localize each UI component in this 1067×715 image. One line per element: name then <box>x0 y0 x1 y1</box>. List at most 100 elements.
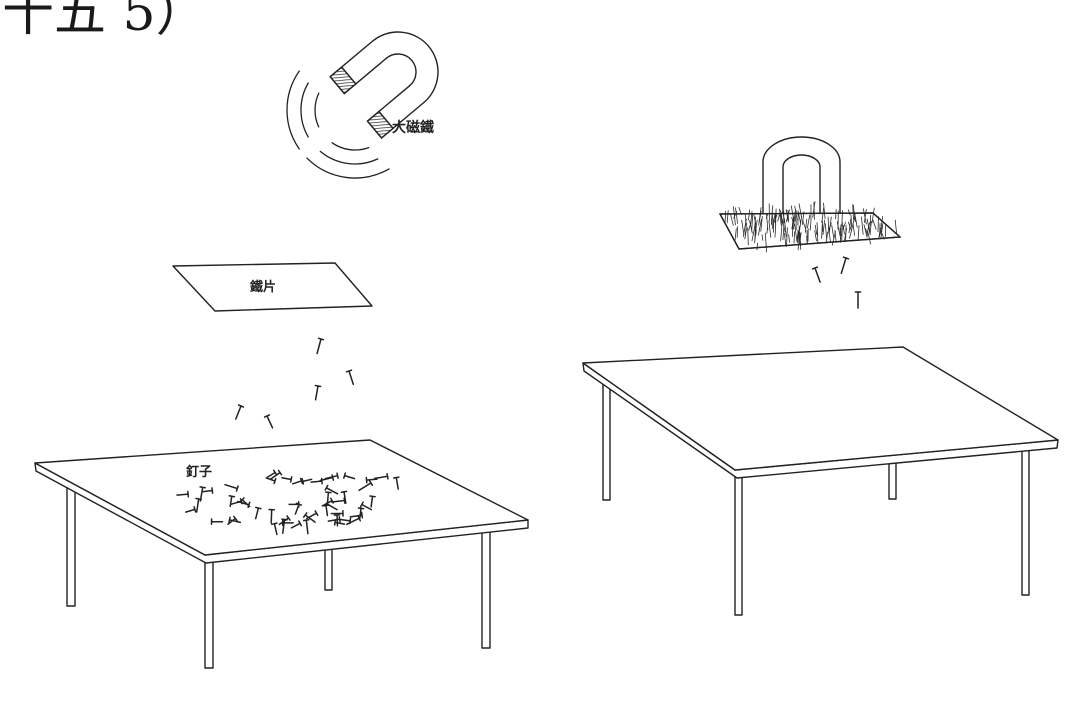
nail-on-sheet <box>726 210 729 224</box>
nail-on-table <box>302 519 310 535</box>
nail-on-table <box>185 506 197 513</box>
flying-nail <box>345 369 355 386</box>
nail-on-sheet <box>798 230 802 247</box>
nail-on-table <box>271 522 278 536</box>
nail-on-sheet <box>880 223 884 238</box>
nail-on-sheet <box>793 231 795 244</box>
table-top <box>34 439 529 556</box>
nail-on-sheet <box>877 216 879 233</box>
nail-on-sheet <box>761 234 764 241</box>
nail-on-table <box>201 487 214 494</box>
nail-on-table <box>349 511 364 519</box>
right-table <box>582 346 1059 616</box>
table-leg-front-right <box>481 523 491 649</box>
table-leg-front-left <box>734 471 743 616</box>
nail-on-table <box>265 477 277 485</box>
nail-on-table <box>281 476 293 483</box>
nail-on-table <box>228 516 242 524</box>
nail-on-sheet <box>865 228 869 237</box>
nail-on-sheet <box>734 228 737 242</box>
nail-on-table <box>358 479 374 492</box>
nail-on-table <box>324 484 339 495</box>
nail-on-table <box>176 490 190 498</box>
nail-on-table <box>278 515 291 526</box>
field-line <box>319 150 379 165</box>
nail-on-table <box>339 517 352 525</box>
nail-on-sheet <box>760 215 763 232</box>
nail-on-sheet <box>847 209 851 216</box>
nail-on-table <box>325 491 332 506</box>
nail-on-table <box>357 507 365 519</box>
field-line <box>314 92 320 128</box>
flying-nail <box>263 414 274 429</box>
nail-on-sheet <box>724 210 727 224</box>
nail-on-sheet <box>756 242 758 251</box>
nail-on-table <box>228 495 236 508</box>
nail-on-sheet <box>869 220 872 235</box>
nail-on-table <box>301 478 313 485</box>
nail-on-sheet <box>842 224 845 235</box>
nail-on-sheet <box>831 224 835 240</box>
nail-on-table <box>331 497 346 504</box>
nail-on-sheet <box>812 201 816 218</box>
nail-on-sheet <box>867 230 871 245</box>
nail-on-sheet <box>797 231 801 251</box>
nail-on-sheet <box>777 210 782 222</box>
nails-label: 釘子 <box>186 464 212 480</box>
nail-on-table <box>195 497 203 513</box>
nail-on-sheet <box>813 202 815 220</box>
flying-nail <box>316 337 325 355</box>
nail-on-table <box>392 476 400 490</box>
nail-on-sheet <box>821 207 825 223</box>
iron-sheet <box>172 262 373 312</box>
nail-on-sheet <box>765 213 769 219</box>
nail-on-table <box>270 469 283 480</box>
nail-on-table <box>266 469 278 479</box>
nail-on-table <box>333 519 346 526</box>
nail-on-table <box>268 508 276 524</box>
nail-on-table <box>345 515 362 526</box>
nail-on-table <box>369 495 376 508</box>
nail-on-table <box>290 520 303 529</box>
rising-nail <box>854 291 862 309</box>
table-leg-back-right <box>888 459 897 500</box>
nail-on-sheet <box>782 225 785 241</box>
table-leg-front-right <box>1021 443 1030 596</box>
nail-on-sheet <box>835 209 837 220</box>
table-leg-front-left <box>204 557 214 669</box>
flying-nail <box>235 404 245 420</box>
left-scene: 大磁鐵 鐵片 釘子 <box>34 31 529 669</box>
field-line <box>331 142 370 151</box>
nail-on-sheet <box>748 209 751 221</box>
nail-on-table <box>254 506 262 520</box>
nail-on-sheet <box>816 222 819 236</box>
nail-on-table <box>373 472 389 480</box>
nail-on-sheet <box>844 228 847 242</box>
magnetic-field-lines <box>286 70 390 179</box>
nail-on-sheet <box>822 219 826 235</box>
nail-on-sheet <box>823 202 826 219</box>
field-line <box>286 70 300 150</box>
nail-on-sheet <box>852 222 855 236</box>
nail-on-sheet <box>864 209 867 223</box>
nail-on-sheet <box>854 216 858 228</box>
nail-on-sheet <box>779 214 782 226</box>
nail-on-sheet <box>783 232 787 247</box>
nail-on-sheet <box>788 234 790 243</box>
nail-on-sheet <box>794 223 798 242</box>
nail-on-sheet <box>848 221 852 231</box>
field-line <box>300 82 309 138</box>
nail-on-sheet <box>849 227 853 239</box>
nail-on-sheet <box>784 218 787 237</box>
nail-on-table <box>291 477 304 485</box>
nail-on-sheet <box>786 227 788 247</box>
horseshoe-magnet-tilted <box>329 31 439 139</box>
iron-sheet-outline <box>718 212 902 250</box>
nail-on-sheet <box>754 216 756 228</box>
nail-on-sheet <box>829 216 832 233</box>
nail-on-sheet <box>755 228 757 236</box>
nail-on-sheet <box>850 214 853 228</box>
nail-on-sheet <box>852 204 854 220</box>
nail-on-sheet <box>758 219 762 236</box>
